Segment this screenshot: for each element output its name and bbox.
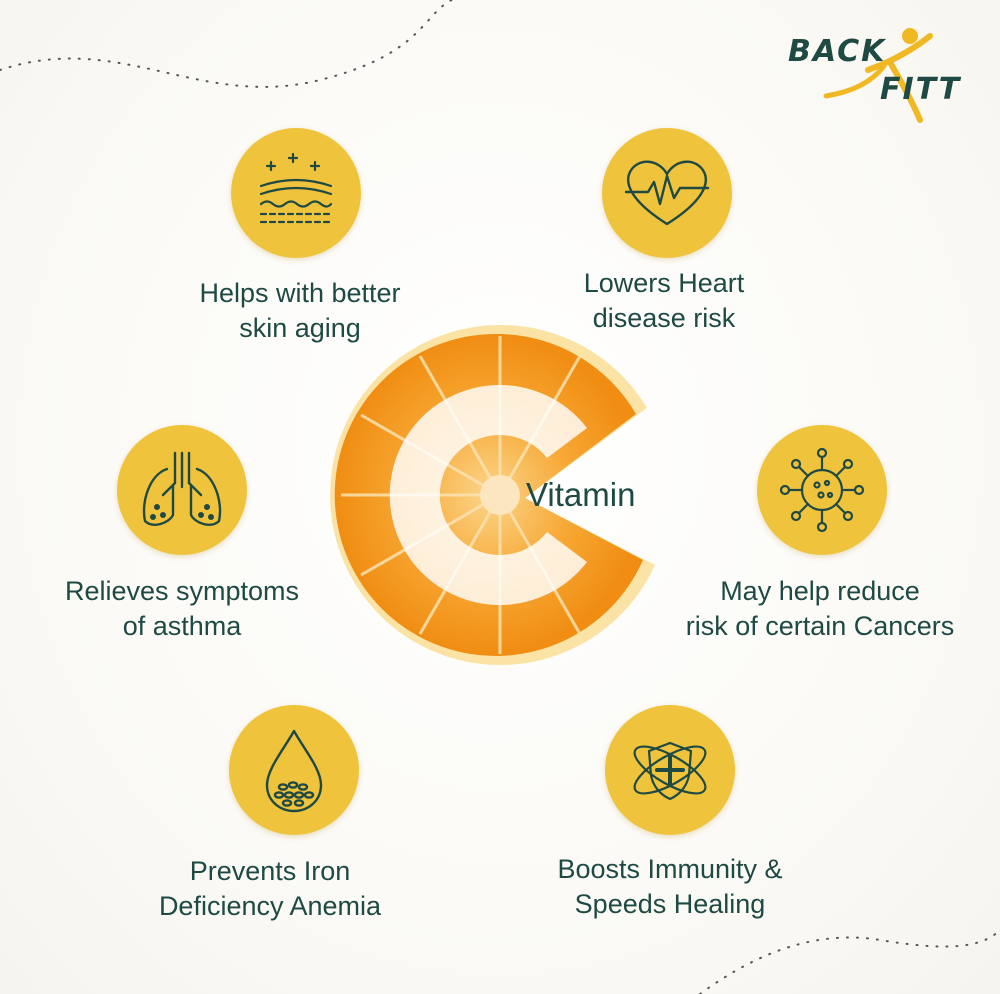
benefit-label-immunity: Boosts Immunity & Speeds Healing <box>557 854 783 919</box>
heart-pulse-icon <box>624 160 710 226</box>
cancer-cell-icon <box>779 447 865 533</box>
runner-logo-mark <box>823 28 933 123</box>
heart-icon-circle <box>602 128 732 258</box>
logo-text-back: BACK <box>788 34 887 69</box>
cancer-icon-circle <box>757 425 887 555</box>
vitamin-word: Vitamin <box>526 476 636 513</box>
benefit-label-anemia: Prevents Iron Deficiency Anemia <box>158 856 382 921</box>
skin-layers-icon <box>259 152 333 224</box>
benefit-label-cancer: May help reduce risk of certain Cancers <box>685 576 955 641</box>
asthma-icon-circle <box>117 425 247 555</box>
benefit-label-skin: Helps with better skin aging <box>199 278 401 343</box>
backfitt-logo: BACK FITT <box>780 22 980 132</box>
orange-slice-c-letter <box>330 324 655 665</box>
immunity-icon-circle <box>605 705 735 835</box>
lungs-icon <box>142 451 222 526</box>
immunity-shield-icon <box>633 741 707 801</box>
benefit-label-asthma: Relieves symptoms of asthma <box>64 576 300 641</box>
blood-drop-icon <box>265 729 323 813</box>
benefit-label-heart: Lowers Heart disease risk <box>583 268 745 333</box>
skin-aging-icon-circle <box>231 128 361 258</box>
logo-text-fitt: FITT <box>880 72 962 107</box>
anemia-icon-circle <box>229 705 359 835</box>
